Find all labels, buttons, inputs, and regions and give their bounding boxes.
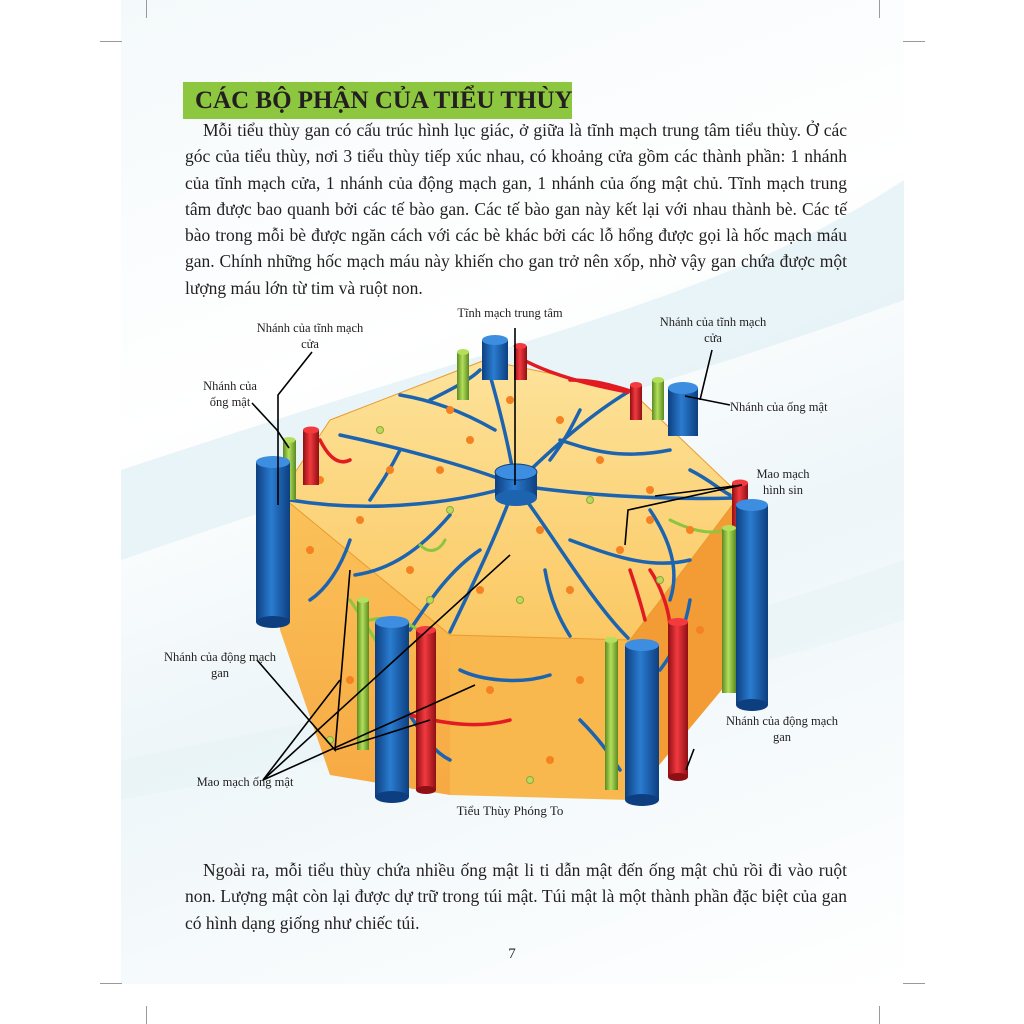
label-portal-vein-left-line1: Nhánh của tĩnh mạch [256,321,364,335]
crop-mark [146,1006,147,1024]
label-portal-vein-right-line1: Nhánh của tĩnh mạch [659,315,767,329]
label-hepatic-artery-left-line2: gan [210,666,230,680]
label-portal-vein-right-line2: cửa [704,331,722,345]
label-sinusoid-line2: hình sin [763,483,803,497]
label-portal-vein-left: Nhánh của tĩnh mạch cửa [240,320,380,352]
label-portal-vein-right: Nhánh của tĩnh mạch cửa [643,314,783,346]
label-hepatic-artery-left: Nhánh của động mạch gan [150,649,290,681]
lobule-illustration [251,328,768,806]
liver-lobule-diagram: Tĩnh mạch trung tâm Nhánh của tĩnh mạch … [150,300,874,830]
intro-paragraph: Mỗi tiểu thùy gan có cấu trúc hình lục g… [185,120,847,298]
label-portal-vein-left-line2: cửa [301,337,319,351]
crop-mark [903,41,925,42]
section-heading: CÁC BỘ PHẬN CỦA TIỂU THÙY [183,82,573,119]
label-hepatic-artery-right-line1: Nhánh của động mạch [725,714,839,728]
label-hepatic-artery-right: Nhánh của động mạch gan [712,713,852,745]
label-bile-duct-left-line1: Nhánh của [203,379,257,393]
crop-mark [100,41,122,42]
crop-mark [879,1006,880,1024]
crop-mark [146,0,147,18]
crop-mark [903,983,925,984]
crop-mark [879,0,880,18]
label-bile-duct-right: Nhánh của ống mật [730,400,828,414]
label-bile-duct-left-line2: ống mật [209,395,251,409]
label-sinusoid-line1: Mao mạch [756,467,810,481]
label-sinusoid: Mao mạch hình sin [748,466,818,498]
label-hepatic-artery-left-line1: Nhánh của động mạch [163,650,277,664]
label-bile-duct-left: Nhánh của ống mật [180,378,280,410]
diagram-caption: Tiểu Thùy Phóng To [456,803,564,818]
closing-paragraph: Ngoài ra, mỗi tiểu thùy chứa nhiều ống m… [185,860,847,933]
page-number: 7 [508,946,516,962]
label-bile-capillary: Mao mạch ống mật [196,775,294,789]
label-central-vein: Tĩnh mạch trung tâm [457,306,563,320]
crop-mark [100,983,122,984]
label-hepatic-artery-right-line2: gan [772,730,792,744]
